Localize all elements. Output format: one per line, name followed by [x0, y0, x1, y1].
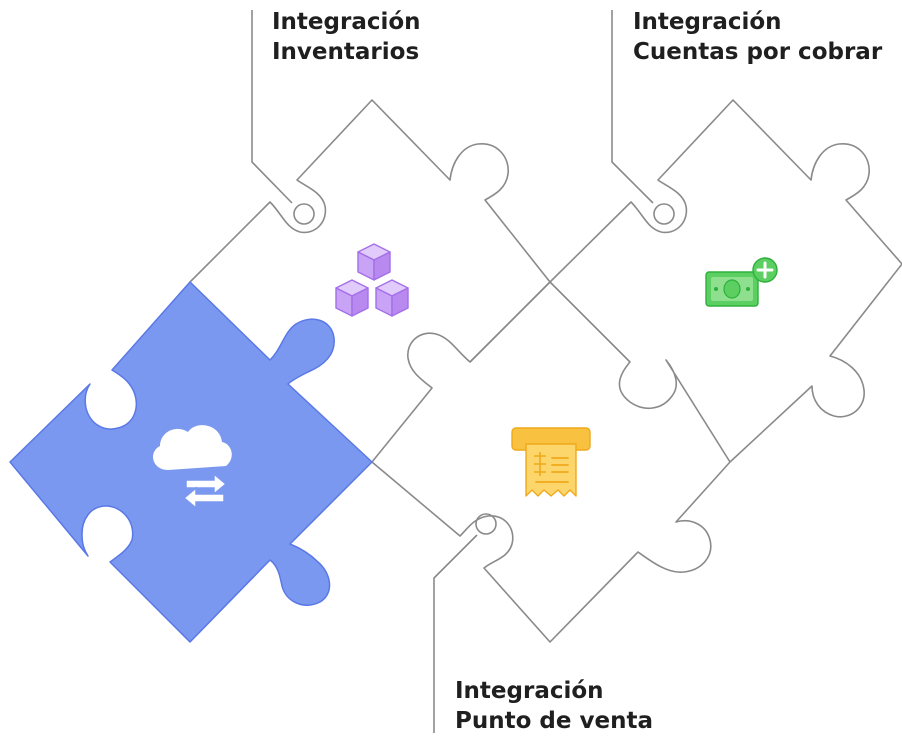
label-cuentas-line1: Integración: [633, 9, 782, 35]
connector-lines: [251, 10, 654, 733]
money-add-icon: [705, 257, 778, 307]
label-inventarios: Integración Inventarios: [272, 7, 421, 67]
ring-inventarios: [293, 203, 315, 225]
piece-punto-venta-outline: [371, 461, 731, 643]
piece-cuentas-outline: [549, 99, 902, 463]
outline-pieces: [189, 99, 902, 643]
label-cuentas-line2: Cuentas por cobrar: [633, 39, 883, 65]
receipt-icon: [511, 427, 591, 497]
connector-inventarios: [251, 10, 293, 204]
ring-cuentas: [653, 203, 675, 225]
connector-cuentas: [611, 10, 654, 204]
label-punto-venta-line1: Integración: [455, 678, 604, 704]
piece-inventarios-outline: [189, 99, 551, 463]
label-inventarios-line2: Inventarios: [272, 39, 420, 65]
label-cuentas: Integración Cuentas por cobrar: [633, 7, 882, 67]
label-punto-venta-line2: Punto de venta: [455, 708, 653, 734]
cloud-sync-icon: [153, 425, 232, 510]
label-inventarios-line1: Integración: [272, 9, 421, 35]
connector-punto-venta: [433, 534, 478, 733]
label-punto-venta: Integración Punto de venta: [455, 676, 653, 736]
piece-middle-outline: [469, 281, 731, 463]
cubes-icon: [335, 243, 409, 317]
ring-punto-venta: [475, 513, 497, 535]
